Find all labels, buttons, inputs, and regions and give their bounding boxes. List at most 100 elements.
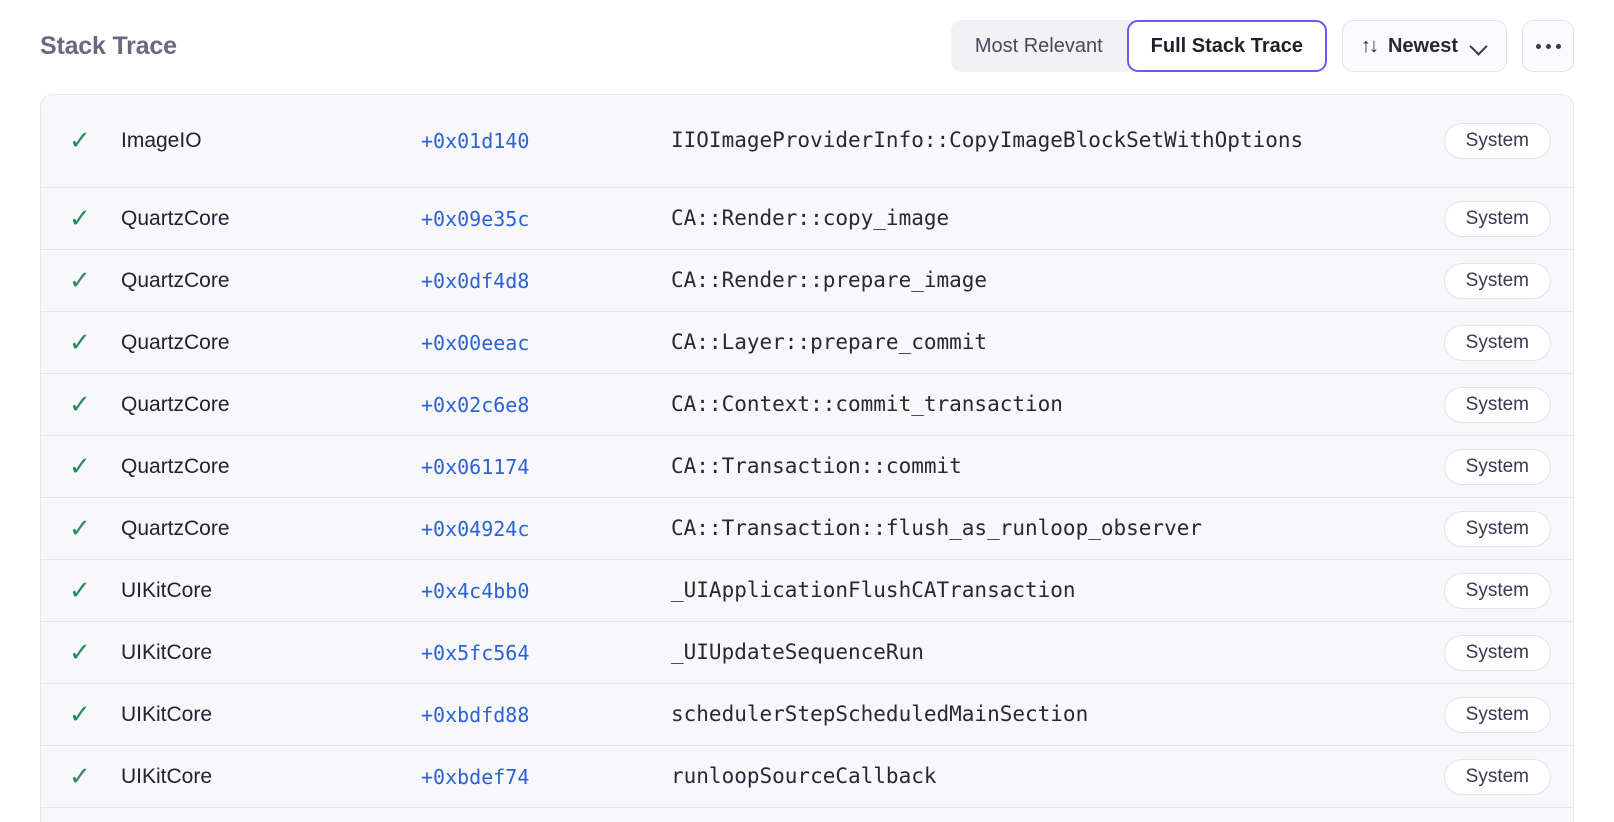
module-name: ImageIO — [121, 129, 202, 152]
table-row[interactable]: ✓UIKitCore+0x4c4bb0_UIApplicationFlushCA… — [41, 560, 1573, 622]
toolbar: Most Relevant Full Stack Trace ↑↓ Newest — [950, 20, 1574, 72]
frame-address[interactable]: +0x0df4d8 — [421, 268, 530, 293]
page-title: Stack Trace — [40, 31, 177, 60]
frame-symbol: CA::Layer::prepare_commit — [671, 329, 988, 354]
check-icon: ✓ — [69, 327, 91, 358]
table-row[interactable]: ✓ QuartzCore +0x02c6e8 CA::Context::commit_… — [41, 374, 1573, 436]
module-name: QuartzCore — [121, 516, 230, 540]
check-icon: ✓ — [69, 126, 91, 156]
row-checkbox-cell[interactable]: ✓ — [69, 702, 121, 728]
sort-arrows-icon: ↑↓ — [1360, 35, 1379, 57]
badge-cell: System — [1443, 572, 1551, 609]
badge-cell: System — [1443, 634, 1551, 671]
status-badge: System — [1443, 510, 1551, 547]
status-badge: System — [1443, 696, 1551, 733]
status-badge: System — [1443, 448, 1551, 485]
row-checkbox-cell[interactable]: ✓ — [69, 330, 121, 356]
module-name: QuartzCore — [121, 268, 230, 292]
badge-cell: System — [1443, 696, 1551, 733]
badge-cell: System — [1443, 324, 1551, 361]
badge-cell: System — [1443, 386, 1551, 423]
status-badge: System — [1443, 572, 1551, 609]
check-icon: ✓ — [69, 761, 91, 792]
module-name: UIKitCore — [121, 640, 213, 664]
frame-address[interactable]: +0x04924c — [421, 516, 530, 541]
table-row[interactable]: ✓ QuartzCore +0x00eeac CA::Layer::prepare_c… — [41, 312, 1573, 374]
status-badge: System — [1443, 262, 1551, 299]
check-icon: ✓ — [69, 637, 91, 668]
badge-cell: System — [1443, 262, 1551, 299]
module-name: UIKitCore — [121, 764, 213, 788]
row-checkbox-cell[interactable]: ✓ — [69, 206, 121, 232]
row-checkbox-cell[interactable]: ✓ — [69, 764, 121, 790]
row-checkbox-cell[interactable]: ✓ — [69, 640, 121, 666]
status-badge: System — [1443, 123, 1551, 159]
status-badge: System — [1443, 200, 1551, 237]
ellipsis-icon-dot-1 — [1535, 43, 1541, 49]
frame-symbol: CA::Context::commit_transaction — [671, 391, 1063, 416]
frame-address[interactable]: +0x061174 — [421, 454, 530, 479]
check-icon: ✓ — [69, 575, 91, 606]
module-name: QuartzCore — [121, 392, 230, 416]
row-checkbox-cell[interactable]: ✓ — [69, 454, 121, 480]
more-options-button[interactable] — [1522, 20, 1574, 72]
frame-symbol: runloopSourceCallback — [671, 763, 937, 788]
table-row[interactable]: ✓ ImageIO +0x01d140 IIOImageProviderInfo::C… — [41, 95, 1573, 188]
view-mode-segmented-control[interactable]: Most Relevant Full Stack Trace — [950, 20, 1327, 72]
frame-symbol: IIOImageProviderInfo::CopyImageBlockSetW… — [671, 128, 1304, 153]
tab-full-stack-trace[interactable]: Full Stack Trace — [1126, 20, 1327, 72]
frame-symbol: CA::Transaction::commit — [671, 453, 962, 478]
frame-address[interactable]: +0x01d140 — [421, 129, 530, 153]
sort-dropdown-label: Newest — [1387, 34, 1458, 57]
row-checkbox-cell[interactable]: ✓ — [69, 578, 121, 604]
badge-cell: System — [1443, 758, 1551, 795]
frame-symbol: _UIUpdateSequenceRun — [671, 639, 924, 664]
row-checkbox-cell[interactable]: ✓ — [69, 128, 121, 154]
status-badge: System — [1443, 634, 1551, 671]
row-checkbox-cell[interactable]: ✓ — [69, 268, 121, 294]
module-name: QuartzCore — [121, 330, 230, 354]
stack-trace-table: ✓ ImageIO +0x01d140 IIOImageProviderInfo::C… — [40, 94, 1574, 822]
check-icon: ✓ — [69, 513, 91, 544]
check-icon: ✓ — [69, 265, 91, 296]
row-checkbox-cell[interactable]: ✓ — [69, 392, 121, 418]
ellipsis-icon-dot-3 — [1555, 43, 1561, 49]
badge-cell: System — [1443, 510, 1551, 547]
chevron-down-icon — [1471, 38, 1488, 55]
table-row[interactable]: ✓ UIKitCore +0x5fc564 _UIUpdateSequenceRun S… — [41, 622, 1573, 684]
check-icon: ✓ — [69, 699, 91, 730]
status-badge: System — [1443, 758, 1551, 795]
panel-header: Stack Trace Most Relevant Full Stack Tra… — [0, 0, 1614, 92]
badge-cell: System — [1443, 200, 1551, 237]
frame-symbol: CA::Render::prepare_image — [671, 267, 988, 292]
status-badge: System — [1443, 324, 1551, 361]
frame-address[interactable]: +0x00eeac — [421, 330, 530, 355]
sort-dropdown[interactable]: ↑↓ Newest — [1341, 20, 1507, 72]
module-name: UIKitCore — [121, 578, 213, 602]
frame-address[interactable]: +0x5fc564 — [421, 640, 530, 665]
check-icon: ✓ — [69, 203, 91, 234]
frame-address[interactable]: +0xbdfd88 — [421, 702, 530, 727]
tab-most-relevant[interactable]: Most Relevant — [951, 20, 1127, 72]
check-icon: ✓ — [69, 389, 91, 420]
module-name: UIKitCore — [121, 702, 213, 726]
ellipsis-icon-dot-2 — [1545, 43, 1551, 49]
badge-cell: System — [1443, 448, 1551, 485]
module-name: QuartzCore — [121, 206, 230, 230]
frame-symbol: CA::Render::copy_image — [671, 205, 950, 230]
badge-cell: System — [1443, 123, 1551, 159]
frame-address[interactable]: +0x4c4bb0 — [421, 578, 530, 603]
check-icon: ✓ — [69, 451, 91, 482]
table-row[interactable]: ✓ UIKitCore +0xbdef74 runloopSourceCallback… — [41, 746, 1573, 808]
frame-address[interactable]: +0xbdef74 — [421, 764, 530, 789]
row-checkbox-cell[interactable]: ✓ — [69, 516, 121, 542]
frame-address[interactable]: +0x02c6e8 — [421, 392, 530, 417]
table-row[interactable]: ✓ QuartzCore +0x0df4d8 CA::Render::prepare_… — [41, 250, 1573, 312]
status-badge: System — [1443, 386, 1551, 423]
frame-address[interactable]: +0x09e35c — [421, 206, 530, 231]
table-row[interactable]: ✓ QuartzCore +0x09e35c CA::Render::copy_ima… — [41, 188, 1573, 250]
